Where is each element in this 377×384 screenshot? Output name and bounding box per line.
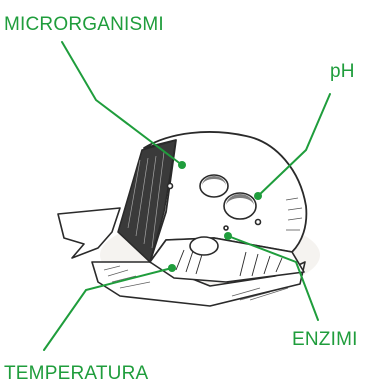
dot-enzimi: [224, 232, 232, 240]
label-temperatura: TEMPERATURA: [4, 364, 148, 383]
label-ph: pH: [330, 62, 355, 81]
dot-ph: [254, 192, 262, 200]
dot-microrganismi: [178, 161, 186, 169]
label-enzimi: ENZIMI: [292, 330, 358, 349]
cheese-hole: [190, 237, 218, 255]
cheese-hole: [224, 226, 228, 230]
cheese-hole: [256, 220, 261, 225]
label-microrganismi: MICRORGANISMI: [4, 15, 164, 34]
cheese-hole: [168, 184, 173, 189]
dot-temperatura: [168, 264, 176, 272]
